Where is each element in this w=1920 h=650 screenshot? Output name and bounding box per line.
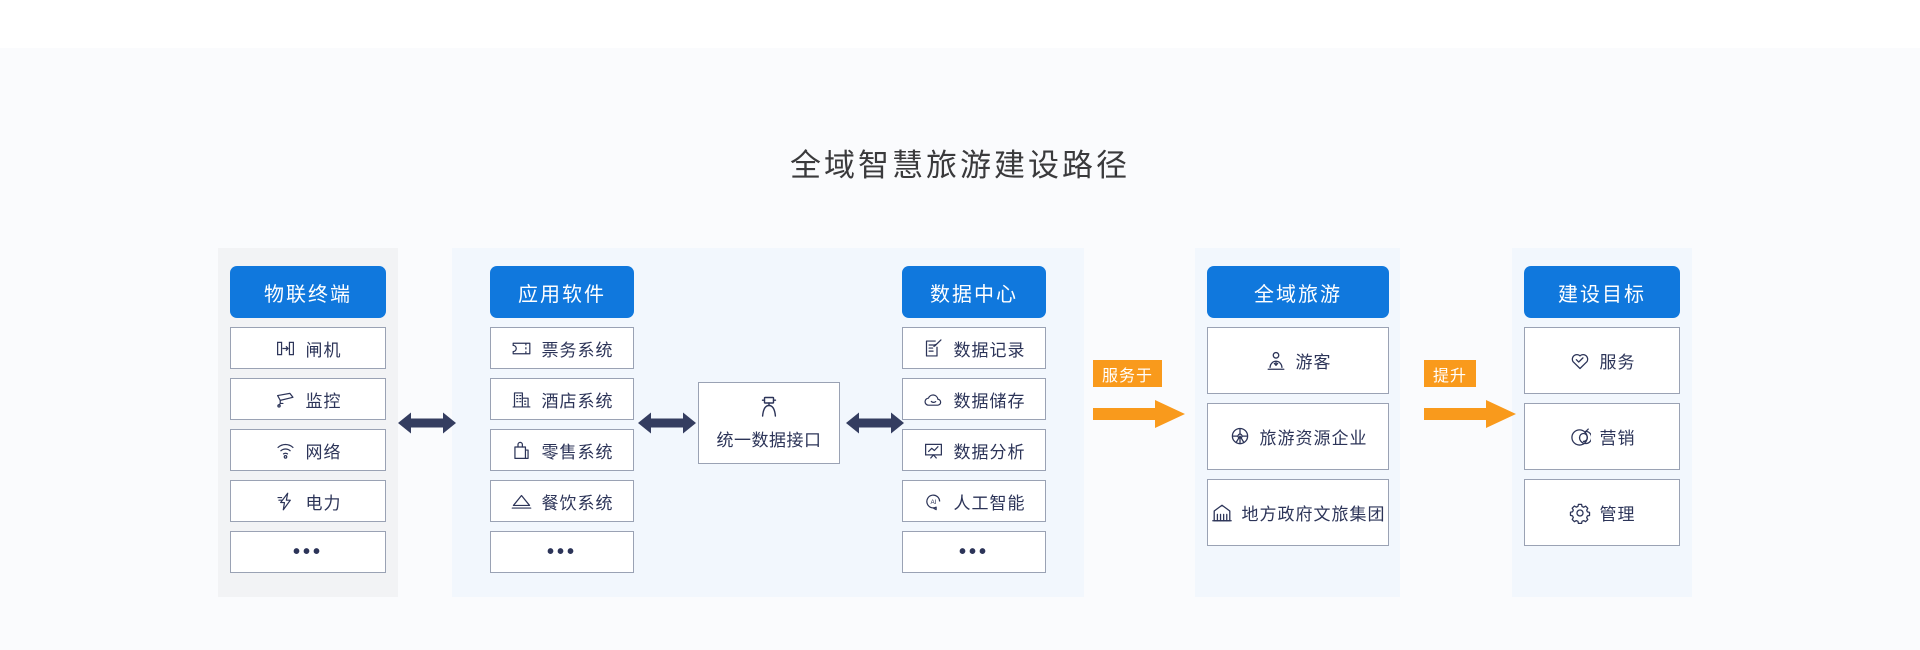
list-item-label: •••: [292, 541, 323, 563]
list-item-label: •••: [546, 541, 577, 563]
list-item-label: 管理: [1599, 505, 1636, 524]
list-item-more[interactable]: •••: [490, 531, 634, 573]
column-header-region[interactable]: 全域旅游: [1207, 266, 1389, 318]
list-item-label: 闸机: [305, 340, 342, 360]
svg-text:AI: AI: [931, 499, 937, 506]
food-cloche-icon: [511, 490, 533, 512]
column-region: 全域旅游 游客: [1207, 266, 1389, 546]
ai-head-icon: AI: [923, 490, 945, 512]
ferris-wheel-icon: [1229, 426, 1251, 448]
list-item-tourism-enterprises[interactable]: 旅游资源企业: [1207, 403, 1389, 470]
column-items-datacenter: 数据记录 数据储存: [902, 327, 1046, 573]
column-datacenter: 数据中心 数据记录: [902, 266, 1046, 573]
list-item-tourists[interactable]: 游客: [1207, 327, 1389, 394]
column-software: 应用软件 票务系统: [490, 266, 634, 573]
column-items-region: 游客 旅游资源企业: [1207, 327, 1389, 546]
connector-label-enhances: 提升: [1424, 360, 1477, 387]
list-item-label: 营销: [1599, 429, 1636, 448]
list-item-data-storage[interactable]: 数据储存: [902, 378, 1046, 420]
column-header-software[interactable]: 应用软件: [490, 266, 634, 318]
list-item-service[interactable]: 服务: [1524, 327, 1680, 394]
list-item-gate[interactable]: 闸机: [230, 327, 386, 369]
hotel-building-icon: [511, 388, 533, 410]
column-iot: 物联终端 闸机 监控: [230, 266, 386, 573]
cctv-camera-icon: [275, 388, 297, 410]
list-item-more[interactable]: •••: [230, 531, 386, 573]
list-item-label: 餐饮系统: [541, 493, 614, 513]
list-item-hotel-system[interactable]: 酒店系统: [490, 378, 634, 420]
column-items-software: 票务系统 酒店系统: [490, 327, 634, 573]
double-arrow-icon-hub-datacenter: [846, 408, 904, 438]
list-item-government-culture-tourism-group[interactable]: 地方政府文旅集团: [1207, 479, 1389, 546]
list-item-label: 数据储存: [953, 391, 1026, 411]
connector-label-serves: 服务于: [1093, 360, 1163, 387]
list-item-data-record[interactable]: 数据记录: [902, 327, 1046, 369]
ticket-icon: [511, 337, 533, 359]
government-building-icon: [1211, 502, 1233, 524]
list-item-label: 票务系统: [541, 340, 614, 360]
list-item-more[interactable]: •••: [902, 531, 1046, 573]
list-item-label: 服务: [1599, 353, 1636, 372]
unified-data-interface-node[interactable]: 统一数据接口: [698, 382, 840, 464]
list-item-label: 零售系统: [541, 442, 614, 462]
connector-enhances: 提升: [1424, 360, 1520, 434]
list-item-ticketing-system[interactable]: 票务系统: [490, 327, 634, 369]
double-arrow-icon-iot-software: [398, 408, 456, 438]
gear-icon: [1569, 502, 1591, 524]
column-items-goals: 服务 营销: [1524, 327, 1680, 546]
list-item-monitoring[interactable]: 监控: [230, 378, 386, 420]
list-item-network[interactable]: 网络: [230, 429, 386, 471]
list-item-label: 人工智能: [953, 493, 1026, 513]
column-header-datacenter[interactable]: 数据中心: [902, 266, 1046, 318]
target-bullseye-icon: [1569, 426, 1591, 448]
list-item-management[interactable]: 管理: [1524, 479, 1680, 546]
network-node-icon: [756, 395, 782, 424]
chart-analysis-icon: [923, 439, 945, 461]
hub-label: 统一数据接口: [716, 431, 822, 450]
arrow-right-icon-serves: [1093, 399, 1189, 434]
gate-icon: [275, 337, 297, 359]
list-item-label: 数据记录: [953, 340, 1026, 360]
list-item-power[interactable]: 电力: [230, 480, 386, 522]
double-arrow-icon-software-hub: [638, 408, 696, 438]
cloud-icon: [923, 388, 945, 410]
list-item-label: 旅游资源企业: [1259, 429, 1368, 448]
column-header-iot[interactable]: 物联终端: [230, 266, 386, 318]
list-item-label: 游客: [1295, 353, 1332, 372]
connector-serves: 服务于: [1093, 360, 1189, 434]
list-item-artificial-intelligence[interactable]: AI 人工智能: [902, 480, 1046, 522]
list-item-marketing[interactable]: 营销: [1524, 403, 1680, 470]
list-item-label: 地方政府文旅集团: [1241, 505, 1386, 524]
wifi-icon: [275, 439, 297, 461]
list-item-retail-system[interactable]: 零售系统: [490, 429, 634, 471]
tourist-person-icon: [1265, 350, 1287, 372]
list-item-label: •••: [958, 541, 989, 563]
arrow-right-icon-enhances: [1424, 399, 1520, 434]
list-item-label: 监控: [305, 391, 342, 411]
heart-icon: [1569, 350, 1591, 372]
list-item-label: 电力: [305, 493, 342, 513]
list-item-label: 数据分析: [953, 442, 1026, 462]
top-white-band: [0, 0, 1920, 48]
lightning-bolt-icon: [275, 490, 297, 512]
list-item-catering-system[interactable]: 餐饮系统: [490, 480, 634, 522]
column-header-goals[interactable]: 建设目标: [1524, 266, 1680, 318]
column-goals: 建设目标 服务: [1524, 266, 1680, 546]
shopping-bag-icon: [511, 439, 533, 461]
badge-row: 服务于: [1093, 360, 1189, 387]
column-items-iot: 闸机 监控: [230, 327, 386, 573]
list-item-label: 酒店系统: [541, 391, 614, 411]
clipboard-pencil-icon: [923, 337, 945, 359]
list-item-data-analysis[interactable]: 数据分析: [902, 429, 1046, 471]
list-item-label: 网络: [305, 442, 342, 462]
page-title: 全域智慧旅游建设路径: [790, 148, 1130, 183]
badge-row: 提升: [1424, 360, 1520, 387]
